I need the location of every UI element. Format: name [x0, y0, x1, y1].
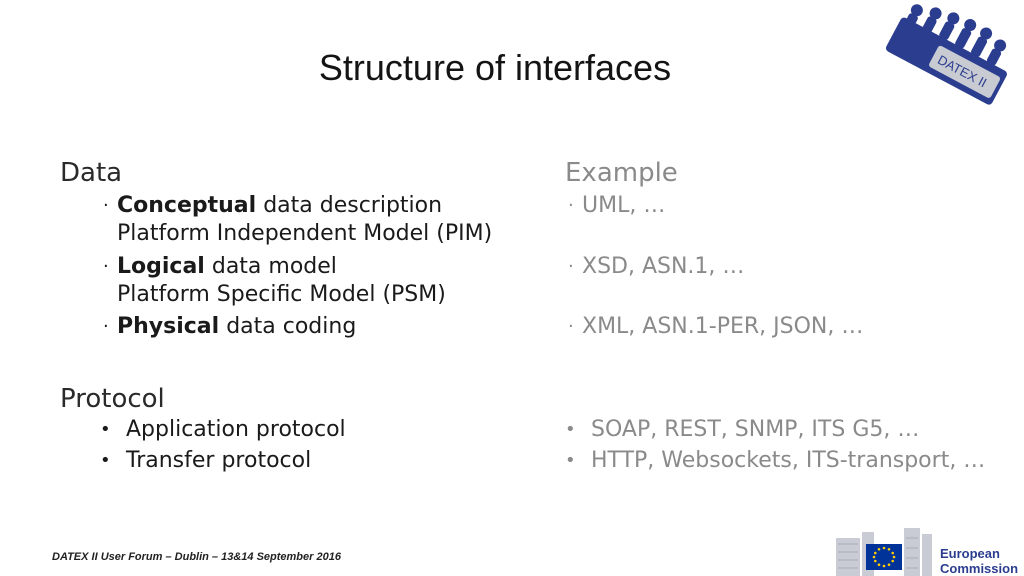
bullet-icon: ·: [568, 256, 574, 277]
bullet-icon: ·: [103, 195, 109, 216]
protocol-item-application: •Application protocol: [100, 417, 346, 442]
european-commission-logo: European Commission: [836, 528, 1018, 576]
example-section: Example: [565, 156, 678, 190]
data-heading: Data: [60, 158, 123, 188]
protocol-example-item: •HTTP, Websockets, ITS-transport, …: [565, 448, 986, 473]
page-title: Structure of interfaces: [318, 47, 672, 88]
ec-logo-line1: European: [940, 546, 1000, 561]
data-item-conceptual: · Conceptual data description: [103, 193, 443, 218]
footer-text: DATEX II User Forum – Dublin – 13&14 Sep…: [52, 551, 341, 563]
protocol-example-item: •SOAP, REST, SNMP, ITS G5, …: [565, 417, 920, 442]
bullet-icon: •: [565, 419, 576, 440]
example-heading: Example: [565, 158, 678, 188]
data-item-conceptual-sub: Platform Independent Model (PIM): [117, 221, 493, 246]
example-item: ·UML, …: [568, 193, 666, 218]
protocol-section: Protocol: [60, 382, 165, 416]
bullet-icon: ·: [103, 256, 109, 277]
bullet-icon: •: [100, 419, 111, 440]
protocol-heading: Protocol: [60, 384, 165, 414]
example-item: ·XSD, ASN.1, …: [568, 254, 745, 279]
data-item-logical: · Logical data model: [103, 254, 337, 279]
bullet-icon: •: [565, 450, 576, 471]
example-item: ·XML, ASN.1-PER, JSON, …: [568, 314, 864, 339]
bullet-icon: ·: [568, 316, 574, 337]
data-item-physical: · Physical data coding: [103, 314, 357, 339]
datex-ii-logo: DATEX II: [885, 4, 1007, 105]
bullet-icon: ·: [568, 195, 574, 216]
ec-logo-line2: Commission: [940, 561, 1018, 576]
bullet-icon: ·: [103, 316, 109, 337]
data-section: Data: [60, 156, 122, 190]
bullet-icon: •: [100, 450, 111, 471]
data-item-logical-sub: Platform Specific Model (PSM): [117, 282, 446, 307]
protocol-item-transfer: •Transfer protocol: [100, 448, 312, 473]
